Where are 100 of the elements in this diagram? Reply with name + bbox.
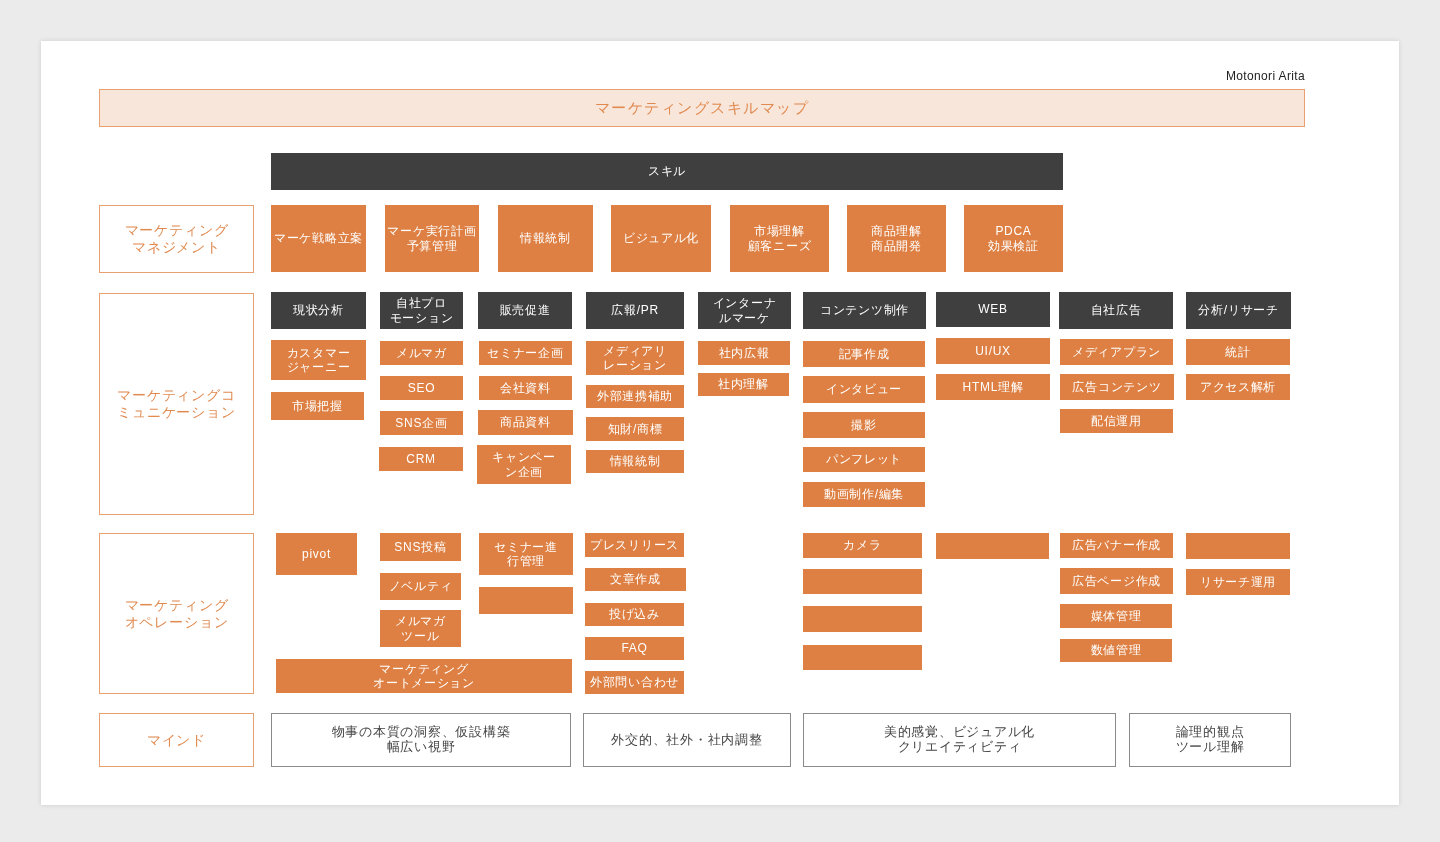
title-text: マーケティングスキルマップ bbox=[594, 98, 810, 118]
mindset-text: ツール理解 bbox=[1175, 740, 1245, 755]
mindset-text: 美的感覚、ビジュアル化 bbox=[883, 725, 1036, 740]
skill-tile bbox=[803, 447, 925, 472]
mindset-panel bbox=[583, 713, 791, 767]
skill-text: 記事作成 bbox=[838, 346, 890, 362]
skill-tile bbox=[379, 447, 463, 471]
skill-text: インタビュー bbox=[825, 382, 903, 397]
skill-text: 社内広報 bbox=[718, 345, 770, 361]
mindset-text: 論理的観点 bbox=[1175, 725, 1245, 740]
skill-tile bbox=[1060, 339, 1173, 365]
skill-text: メディアプラン bbox=[1071, 344, 1161, 360]
row-header-panel bbox=[99, 713, 254, 767]
row-header-panel bbox=[99, 205, 254, 273]
skill-text: 投げ込み bbox=[609, 607, 660, 622]
skill-text: UI/UX bbox=[975, 343, 1011, 359]
skill-text: SNS企画 bbox=[395, 415, 448, 431]
skill-text: 広告コンテンツ bbox=[1072, 379, 1162, 395]
skill-tile bbox=[380, 573, 461, 600]
skill-text: マーケ実行計画 bbox=[387, 224, 477, 239]
skill-text: アクセス解析 bbox=[1199, 379, 1277, 395]
row-header-panel bbox=[99, 293, 254, 515]
column-header-text: インターナルマーケ bbox=[711, 296, 778, 325]
column-header-tile bbox=[478, 292, 572, 329]
skill-tile bbox=[276, 533, 357, 575]
column-header-text: 自社プロモーション bbox=[388, 296, 455, 325]
skill-tile bbox=[586, 385, 684, 408]
skill-tile bbox=[611, 205, 711, 272]
skill-tile bbox=[847, 205, 946, 272]
skill-text: 広告ページ作成 bbox=[1071, 573, 1161, 589]
skill-tile bbox=[498, 205, 593, 272]
skill-text: 商品資料 bbox=[500, 415, 551, 430]
mindset-text: 物事の本質の洞察、仮設構築 bbox=[331, 725, 511, 740]
skill-tile bbox=[1060, 533, 1173, 558]
column-header-tile bbox=[380, 292, 463, 329]
skill-text: SNS投稿 bbox=[394, 539, 447, 555]
mindset-text: クリエイティビティ bbox=[897, 740, 1022, 755]
skill-tile bbox=[479, 341, 572, 365]
skill-tile bbox=[1186, 533, 1290, 559]
row-header-text: マーケティングマネジメント bbox=[123, 222, 230, 256]
mindset-text: 幅広い視野 bbox=[386, 740, 456, 755]
skill-tile bbox=[586, 417, 684, 441]
skill-text: 情報統制 bbox=[520, 231, 571, 246]
column-header-tile bbox=[803, 292, 926, 329]
column-header-text: WEB bbox=[978, 302, 1008, 317]
skill-text: 動画制作/編集 bbox=[823, 487, 905, 502]
skill-text: 媒体管理 bbox=[1090, 608, 1142, 624]
skill-tile bbox=[936, 374, 1050, 400]
skill-tile bbox=[803, 645, 922, 670]
row-header-panel bbox=[99, 533, 254, 694]
skill-text: 商品開発 bbox=[871, 238, 922, 253]
skill-text: メルマガ bbox=[396, 345, 447, 361]
header-text: スキル bbox=[647, 164, 687, 179]
skill-tile bbox=[1060, 374, 1174, 400]
skill-text: 外部問い合わせ bbox=[589, 675, 679, 690]
skill-tile bbox=[380, 341, 463, 365]
mindset-panel bbox=[1129, 713, 1291, 767]
skill-tile bbox=[964, 205, 1063, 272]
skill-text: 顧客ニーズ bbox=[747, 238, 812, 253]
skill-tile bbox=[803, 482, 925, 507]
skill-tile bbox=[380, 376, 463, 400]
column-header-tile bbox=[936, 292, 1050, 327]
skill-text: セミナー進行管理 bbox=[493, 539, 559, 569]
skill-tile bbox=[479, 587, 573, 614]
column-header-text: 広報/PR bbox=[611, 303, 659, 318]
skill-text: 数値管理 bbox=[1090, 643, 1142, 658]
skill-tile bbox=[803, 412, 925, 438]
skill-text: キャンペーン企画 bbox=[491, 450, 557, 479]
skill-tile bbox=[1060, 568, 1173, 594]
skill-text: 配信運用 bbox=[1091, 413, 1142, 429]
skill-tile bbox=[803, 341, 925, 367]
skill-tile bbox=[380, 610, 461, 647]
skill-tile bbox=[586, 341, 684, 375]
skill-tile bbox=[380, 533, 461, 561]
skill-text: ノベルティ bbox=[388, 579, 453, 594]
skill-tile bbox=[1186, 339, 1290, 365]
skill-text: 効果検証 bbox=[988, 238, 1039, 253]
skill-text: 外部連携補助 bbox=[596, 389, 674, 404]
skill-text: SEO bbox=[407, 380, 436, 396]
skill-tile bbox=[585, 603, 684, 626]
skill-text: マーケ戦略立案 bbox=[273, 231, 363, 246]
column-header-text: 分析/リサーチ bbox=[1198, 303, 1279, 318]
row-header-text: マーケティングオペレーション bbox=[123, 596, 230, 631]
skill-tile bbox=[479, 376, 572, 400]
skill-text: HTML理解 bbox=[962, 379, 1024, 395]
skill-text: 文章作成 bbox=[610, 572, 661, 587]
skill-tile bbox=[698, 373, 789, 396]
column-header-text: 自社広告 bbox=[1090, 303, 1142, 318]
skill-tile bbox=[1186, 374, 1290, 400]
mindset-panel bbox=[803, 713, 1116, 767]
skill-text: カメラ bbox=[843, 538, 882, 553]
header-bar bbox=[271, 153, 1063, 190]
skill-text: マーケティングオートメーション bbox=[372, 661, 476, 691]
skill-tile bbox=[730, 205, 829, 272]
skill-text: 会社資料 bbox=[500, 380, 551, 396]
skill-tile bbox=[585, 637, 684, 660]
skill-tile bbox=[385, 205, 479, 272]
skill-text: CRM bbox=[406, 451, 436, 467]
skill-tile bbox=[477, 445, 571, 484]
skill-tile bbox=[271, 205, 366, 272]
